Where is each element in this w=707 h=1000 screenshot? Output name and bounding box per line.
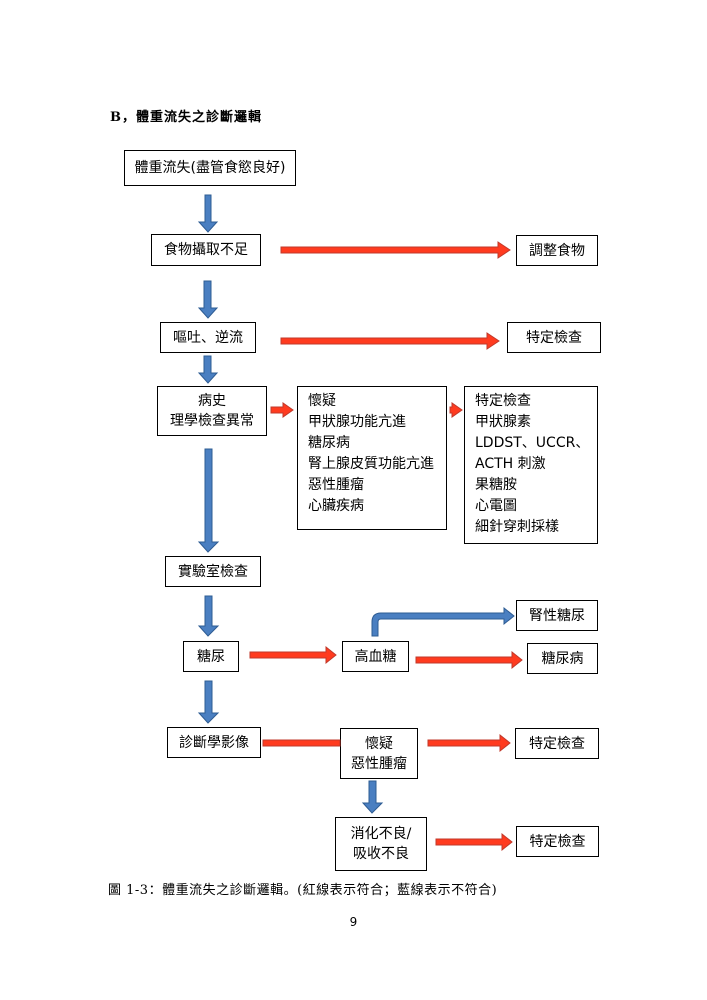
node-specific-test-1-label: 特定檢查 [526,329,582,346]
arrow-right-red [280,241,511,259]
arrow-right-red [249,645,337,665]
node-suspect-list: 懷疑 甲狀腺功能亢進 糖尿病 腎上腺皮質功能亢進 惡性腫瘤 心臟疾病 [297,386,447,530]
node-test-list: 特定檢查 甲狀腺素 LDDST、UCCR、 ACTH 刺激 果糖胺 心電圖 細針… [464,386,598,544]
node-weight-loss-label: 體重流失(盡管食慾良好) [134,160,286,176]
test-item: 果糖胺 [475,477,517,493]
arrow-down-blue [197,355,219,384]
node-adjust-food: 調整食物 [516,235,598,266]
arrow-right-red [415,650,523,670]
node-specific-test-3: 特定檢查 [516,826,599,857]
test-item: ACTH 刺激 [475,456,546,472]
node-renal-glucosuria-label: 腎性糖尿 [529,607,585,624]
node-glucosuria: 糖尿 [183,641,239,672]
node-lab-label: 實驗室檢查 [178,563,248,580]
arrow-down-blue [197,595,220,637]
malabsorption-line-2: 吸收不良 [353,846,409,862]
test-item: 細針穿刺採樣 [475,519,559,535]
suspect-item: 惡性腫瘤 [308,477,364,493]
node-hyperglycemia: 高血糖 [342,641,409,672]
node-renal-glucosuria: 腎性糖尿 [516,600,598,631]
node-diabetes: 糖尿病 [527,643,598,674]
suspect-item: 心臟疾病 [308,498,364,514]
node-vomit-label: 嘔吐、逆流 [173,329,243,346]
arrow-right-red [449,402,463,418]
suspect-item: 腎上腺皮質功能亢進 [308,456,434,472]
section-heading: B，體重流失之診斷邏輯 [110,110,262,125]
arrow-bent-blue [371,606,515,637]
arrow-right-red [435,832,513,852]
node-malabsorption: 消化不良/ 吸收不良 [335,817,427,871]
test-item: 甲狀腺素 [475,414,531,430]
suspect-tumor-line-2: 惡性腫瘤 [351,755,407,772]
history-line-2: 理學檢查異常 [170,413,254,429]
arrow-down-blue [197,680,220,724]
node-food-intake-label: 食物攝取不足 [164,242,248,258]
arrow-down-blue [361,780,384,814]
node-specific-test-2: 特定檢查 [515,728,599,759]
suspect-item: 懷疑 [308,393,336,409]
malabsorption-line-1: 消化不良/ [350,826,412,842]
node-adjust-food-label: 調整食物 [529,242,585,259]
node-history-physical-exam: 病史 理學檢查異常 [157,386,267,436]
history-line-1: 病史 [198,393,226,409]
arrow-down-blue [197,448,220,553]
test-item: 心電圖 [475,498,517,514]
node-glucosuria-label: 糖尿 [197,648,225,665]
page-number: 9 [349,915,358,929]
node-specific-test-1: 特定檢查 [507,322,601,353]
test-item: 特定檢查 [475,393,531,409]
arrow-right-red [280,332,500,350]
node-imaging-label: 診斷學影像 [179,734,249,751]
node-lab-tests: 實驗室檢查 [165,556,261,587]
connector-red [262,739,341,747]
arrow-down-blue [197,280,219,319]
node-weight-loss: 體重流失(盡管食慾良好) [124,150,296,186]
node-specific-test-2-label: 特定檢查 [529,735,585,752]
arrow-right-red [427,733,511,753]
suspect-tumor-line-1: 懷疑 [365,735,393,752]
node-food-intake-insufficient: 食物攝取不足 [151,234,261,266]
node-diagnostic-imaging: 診斷學影像 [167,727,261,758]
arrow-down-blue [197,194,219,233]
suspect-item: 甲狀腺功能亢進 [308,414,406,430]
node-hyperglycemia-label: 高血糖 [354,648,397,665]
node-specific-test-3-label: 特定檢查 [529,833,586,850]
figure-caption: 圖 1-3：體重流失之診斷邏輯。(紅線表示符合；藍線表示不符合) [108,883,498,898]
test-item: LDDST、UCCR、 [475,435,590,451]
node-suspect-tumor: 懷疑 惡性腫瘤 [340,728,418,779]
suspect-item: 糖尿病 [308,435,350,451]
node-diabetes-label: 糖尿病 [541,650,584,667]
arrow-right-red [270,402,294,418]
node-vomit-reflux: 嘔吐、逆流 [160,322,256,353]
